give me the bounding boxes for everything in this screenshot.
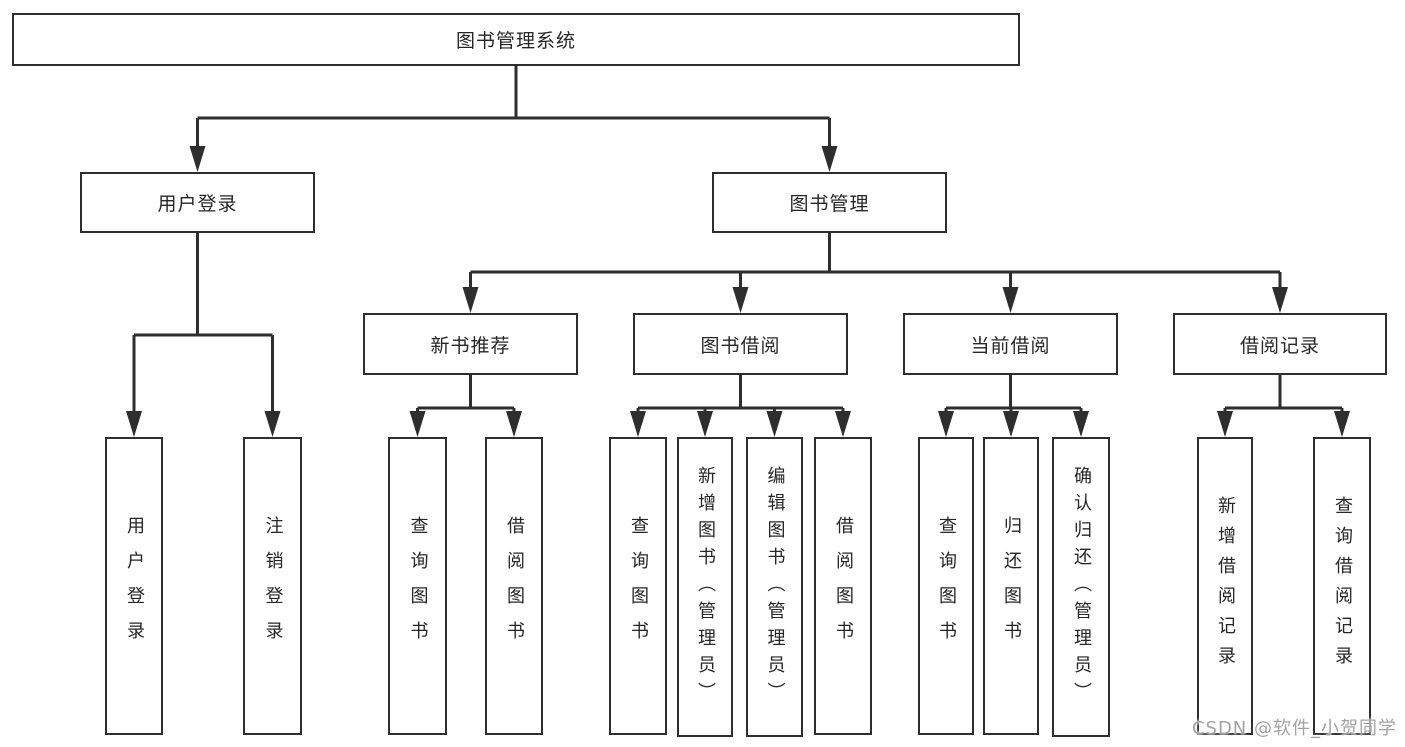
arrowhead-to-book-management <box>821 146 838 172</box>
watermark: CSDN @软件_小贺同学 <box>1191 718 1397 739</box>
connector-new-book-recommend <box>409 375 522 437</box>
arrowhead-to-leaf-query-books-current <box>938 411 954 437</box>
node-leaf-query-books-borrow: 查询图书 <box>609 437 667 735</box>
arrowhead-to-borrow-records <box>1272 287 1288 313</box>
node-leaf-query-books-current: 查询图书 <box>918 437 974 735</box>
arrowhead-to-leaf-confirm-return-admin <box>1073 411 1089 437</box>
node-label-leaf-borrow-books: 借阅图书 <box>833 516 854 656</box>
node-book-management: 图书管理 <box>712 172 947 233</box>
node-leaf-user-login: 用户登录 <box>105 437 163 735</box>
arrowhead-to-leaf-user-login <box>126 411 142 437</box>
node-label-leaf-logout: 注销登录 <box>262 516 284 656</box>
node-label-current-borrow: 当前借阅 <box>970 334 1051 357</box>
arrowhead-to-leaf-query-borrow-record <box>1334 411 1350 437</box>
node-leaf-query-books-recommend: 查询图书 <box>388 437 447 735</box>
node-new-book-recommend: 新书推荐 <box>363 313 578 375</box>
node-label-leaf-return-books: 归还图书 <box>1001 516 1022 656</box>
node-user-login: 用户登录 <box>80 172 315 233</box>
arrowhead-to-book-borrow <box>732 287 749 313</box>
arrowhead-to-leaf-add-borrow-record <box>1217 411 1233 437</box>
node-leaf-return-books: 归还图书 <box>983 437 1039 735</box>
node-label-book-borrow: 图书借阅 <box>700 334 781 357</box>
connector-book-borrow <box>630 375 851 437</box>
node-leaf-add-books-admin: 新增图书（管理员） <box>677 437 733 737</box>
arrowhead-to-leaf-query-books-recommend <box>409 411 426 437</box>
arrowhead-to-leaf-edit-books-admin <box>766 411 783 437</box>
arrowhead-to-user-login <box>189 146 206 172</box>
connector-current-borrow <box>938 375 1089 437</box>
arrowhead-to-leaf-logout <box>264 411 281 437</box>
node-leaf-borrow-books: 借阅图书 <box>814 437 872 735</box>
node-label-leaf-add-borrow-record: 新增借阅记录 <box>1215 496 1236 676</box>
connector-borrow-records <box>1217 375 1350 437</box>
connector-user-login <box>126 233 281 437</box>
node-leaf-add-borrow-record: 新增借阅记录 <box>1197 437 1253 735</box>
node-borrow-records: 借阅记录 <box>1173 313 1387 375</box>
node-book-borrow: 图书借阅 <box>633 313 848 375</box>
node-leaf-query-borrow-record: 查询借阅记录 <box>1313 437 1371 735</box>
node-label-leaf-query-books-borrow: 查询图书 <box>628 516 649 656</box>
node-leaf-logout: 注销登录 <box>243 437 302 735</box>
node-label-leaf-query-books-recommend: 查询图书 <box>407 516 429 656</box>
node-library-system: 图书管理系统 <box>12 13 1020 66</box>
node-label-leaf-add-books-admin: 新增图书（管理员） <box>695 465 716 709</box>
node-current-borrow: 当前借阅 <box>903 313 1118 375</box>
node-leaf-borrow-books-recommend: 借阅图书 <box>485 437 543 735</box>
connector-book-management <box>462 233 1288 313</box>
node-label-user-login: 用户登录 <box>157 193 238 215</box>
arrowhead-to-leaf-query-books-borrow <box>630 411 646 437</box>
arrowhead-to-current-borrow <box>1002 287 1019 313</box>
node-label-leaf-confirm-return-admin: 确认归还（管理员） <box>1071 465 1092 709</box>
node-leaf-edit-books-admin: 编辑图书（管理员） <box>746 437 803 737</box>
node-label-new-book-recommend: 新书推荐 <box>430 334 511 357</box>
node-label-leaf-query-borrow-record: 查询借阅记录 <box>1332 496 1353 676</box>
node-leaf-confirm-return-admin: 确认归还（管理员） <box>1052 437 1110 737</box>
arrowhead-to-leaf-borrow-books <box>835 411 851 437</box>
arrowhead-to-leaf-add-books-admin <box>697 411 713 437</box>
node-label-borrow-records: 借阅记录 <box>1239 334 1320 357</box>
arrowhead-to-leaf-return-books <box>1003 411 1019 437</box>
node-label-library-system: 图书管理系统 <box>455 30 576 52</box>
node-label-leaf-user-login: 用户登录 <box>124 516 145 656</box>
node-label-leaf-query-books-current: 查询图书 <box>936 516 957 656</box>
arrowhead-to-new-book-recommend <box>462 287 479 313</box>
node-label-leaf-borrow-books-recommend: 借阅图书 <box>504 516 525 656</box>
arrowhead-to-leaf-borrow-books-recommend <box>506 411 522 437</box>
node-label-leaf-edit-books-admin: 编辑图书（管理员） <box>764 465 786 709</box>
node-label-book-management: 图书管理 <box>789 193 870 215</box>
connector-library-system <box>189 66 838 172</box>
